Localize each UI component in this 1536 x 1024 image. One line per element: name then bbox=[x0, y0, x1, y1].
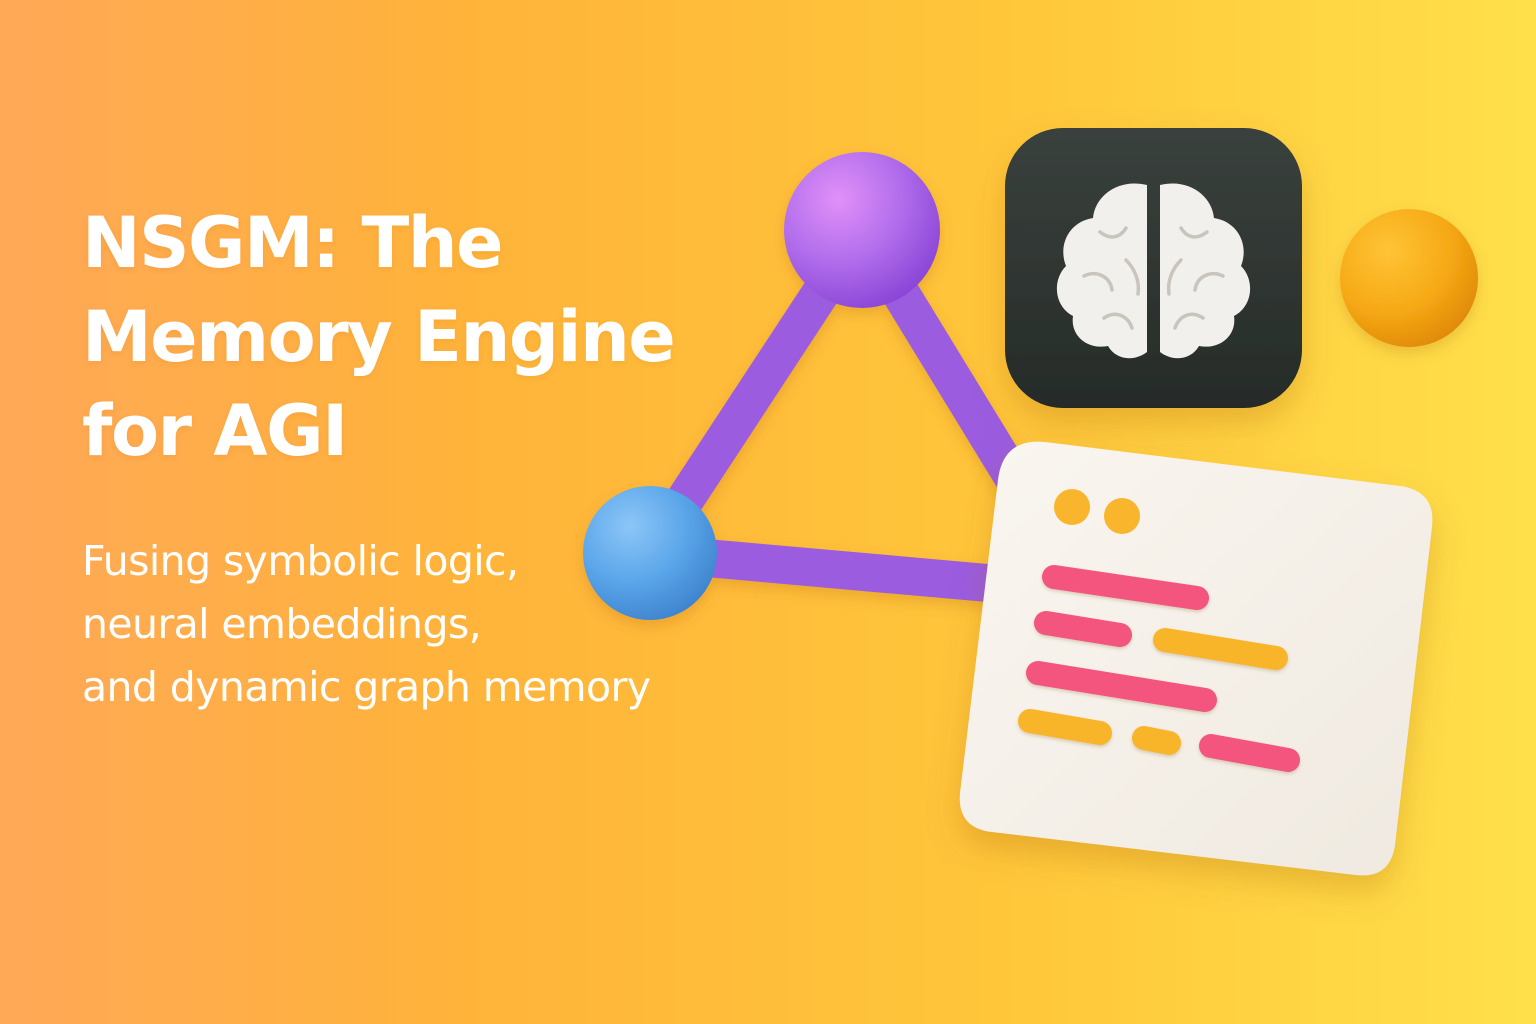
sphere-icon bbox=[1340, 209, 1478, 347]
code-line bbox=[1026, 661, 1217, 712]
subtitle-line-1: Fusing symbolic logic, bbox=[82, 537, 519, 585]
brain-icon bbox=[1056, 183, 1251, 359]
code-line bbox=[1042, 565, 1209, 610]
subtitle-line-3: and dynamic graph memory bbox=[82, 663, 651, 711]
graph-network-icon bbox=[583, 152, 1049, 620]
page-subtitle: Fusing symbolic logic, neural embeddings… bbox=[82, 530, 762, 719]
code-window-icon bbox=[959, 441, 1433, 876]
page-title: NSGM: The Memory Engine for AGI bbox=[82, 196, 762, 478]
title-line-2: Memory Engine bbox=[82, 296, 676, 378]
code-line bbox=[1199, 734, 1300, 772]
code-line bbox=[1132, 726, 1181, 755]
code-line bbox=[1153, 628, 1288, 670]
window-dot-2 bbox=[1104, 498, 1140, 534]
brain-tile bbox=[1005, 128, 1302, 408]
subtitle-line-2: neural embeddings, bbox=[82, 600, 482, 648]
code-line bbox=[1018, 709, 1112, 745]
window-dot-1 bbox=[1054, 489, 1090, 525]
title-line-3: for AGI bbox=[82, 390, 348, 472]
title-line-1: NSGM: The bbox=[82, 202, 504, 284]
graph-node-blue bbox=[583, 486, 717, 620]
code-line bbox=[1034, 611, 1132, 647]
code-card bbox=[959, 441, 1433, 876]
graph-node-purple bbox=[784, 152, 940, 308]
